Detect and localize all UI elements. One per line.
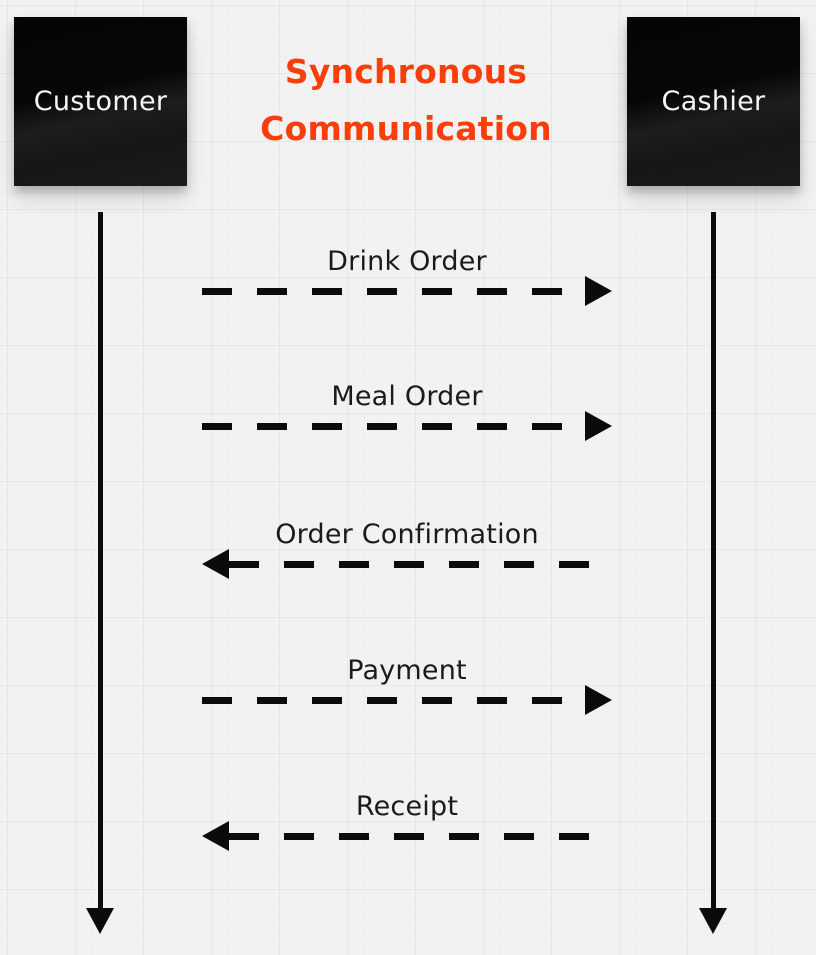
lifeline-cashier — [711, 212, 716, 910]
message-line-order-confirmation — [229, 561, 612, 568]
actor-label-cashier: Cashier — [661, 86, 766, 117]
arrow-right-icon — [585, 685, 612, 715]
message-label-drink-order: Drink Order — [327, 246, 487, 277]
message-drink-order[interactable]: Drink Order — [202, 248, 612, 308]
message-label-receipt: Receipt — [355, 791, 459, 822]
arrow-right-icon — [585, 276, 612, 306]
actor-box-cashier[interactable]: Cashier — [627, 17, 800, 186]
message-order-confirmation[interactable]: Order Confirmation — [202, 521, 612, 581]
arrow-left-icon — [202, 821, 229, 851]
message-line-drink-order — [202, 288, 585, 295]
message-payment[interactable]: Payment — [202, 657, 612, 717]
actor-box-customer[interactable]: Customer — [14, 17, 187, 186]
message-label-order-confirmation: Order Confirmation — [275, 519, 539, 550]
message-receipt[interactable]: Receipt — [202, 793, 612, 853]
actor-label-customer: Customer — [33, 86, 168, 117]
message-line-receipt — [229, 833, 612, 840]
message-label-meal-order: Meal Order — [331, 381, 483, 412]
message-line-payment — [202, 697, 585, 704]
diagram-title: Synchronous Communication — [260, 52, 552, 148]
lifeline-arrowhead-cashier-icon — [699, 908, 727, 934]
message-line-meal-order — [202, 423, 585, 430]
arrow-left-icon — [202, 549, 229, 579]
message-meal-order[interactable]: Meal Order — [202, 383, 612, 443]
lifeline-arrowhead-customer-icon — [86, 908, 114, 934]
lifeline-customer — [98, 212, 103, 910]
message-label-payment: Payment — [347, 655, 467, 686]
arrow-right-icon — [585, 411, 612, 441]
